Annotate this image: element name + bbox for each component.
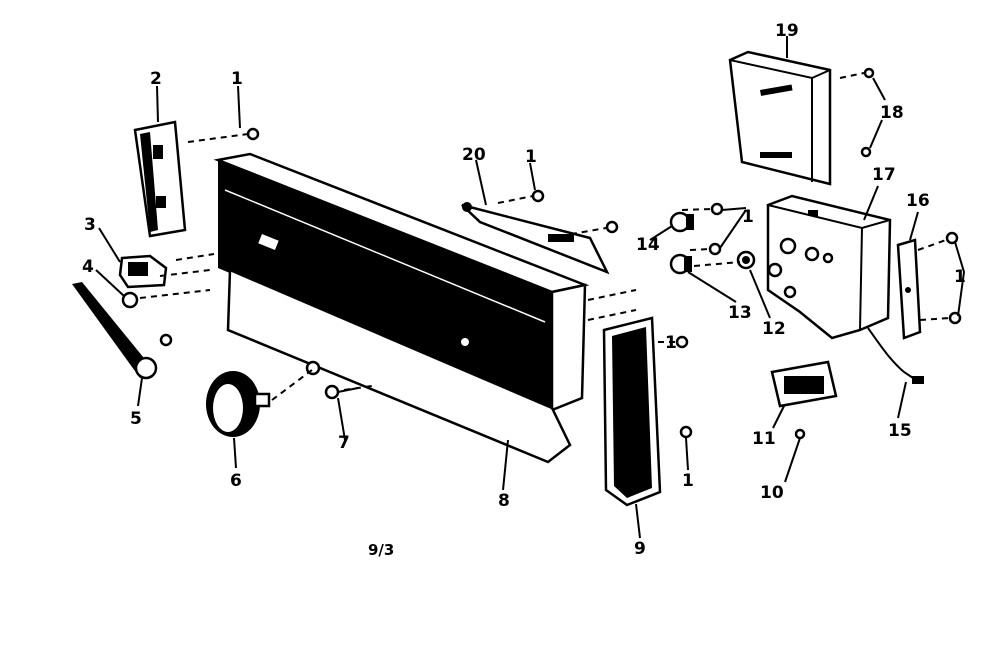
part-15-wire <box>867 327 924 384</box>
part-9-side-trim <box>602 316 662 507</box>
label-3: 3 <box>84 215 96 235</box>
label-1-e: 1 <box>682 471 694 491</box>
label-1-b: 1 <box>525 147 537 167</box>
label-16: 16 <box>906 191 930 211</box>
part-3-switch <box>118 254 168 289</box>
label-18: 18 <box>880 103 904 123</box>
part-4-nut <box>121 291 139 309</box>
label-15: 15 <box>888 421 912 441</box>
part-17-module <box>766 194 892 340</box>
fasteners <box>246 67 962 440</box>
part-20-strip <box>461 202 610 275</box>
part-11-relay <box>770 360 838 408</box>
part-5-rod <box>72 282 173 380</box>
part-2-bracket <box>133 120 187 238</box>
label-10: 10 <box>760 483 784 503</box>
label-2: 2 <box>150 69 162 89</box>
label-6: 6 <box>230 471 242 491</box>
part-labels: 1 2 1 20 1 19 18 3 4 14 1 17 16 5 13 12 … <box>82 21 966 559</box>
part-13-switch <box>669 253 692 275</box>
label-7: 7 <box>338 433 350 453</box>
label-1-d: 1 <box>954 267 966 287</box>
alignment-lines <box>139 72 951 401</box>
label-5: 5 <box>130 409 142 429</box>
part-8-console-panel <box>213 152 590 464</box>
part-16-strip <box>896 238 922 340</box>
label-11: 11 <box>752 429 776 449</box>
label-13: 13 <box>728 303 752 323</box>
part-19-cover <box>728 50 832 186</box>
label-4: 4 <box>82 257 94 277</box>
figure-caption: 9/3 <box>368 541 394 559</box>
label-9: 9 <box>634 539 646 559</box>
label-8: 8 <box>498 491 510 511</box>
part-14-switch <box>669 211 694 233</box>
label-20: 20 <box>462 145 486 165</box>
label-12: 12 <box>762 319 786 339</box>
label-17: 17 <box>872 165 896 185</box>
label-1-f: 1 <box>665 333 677 353</box>
label-1-c: 1 <box>742 207 754 227</box>
leader-lines <box>95 36 966 539</box>
label-1-a: 1 <box>231 69 243 89</box>
label-19: 19 <box>775 21 799 41</box>
part-12-switch <box>736 250 756 270</box>
label-14: 14 <box>636 235 660 255</box>
part-6-knob <box>206 371 271 437</box>
